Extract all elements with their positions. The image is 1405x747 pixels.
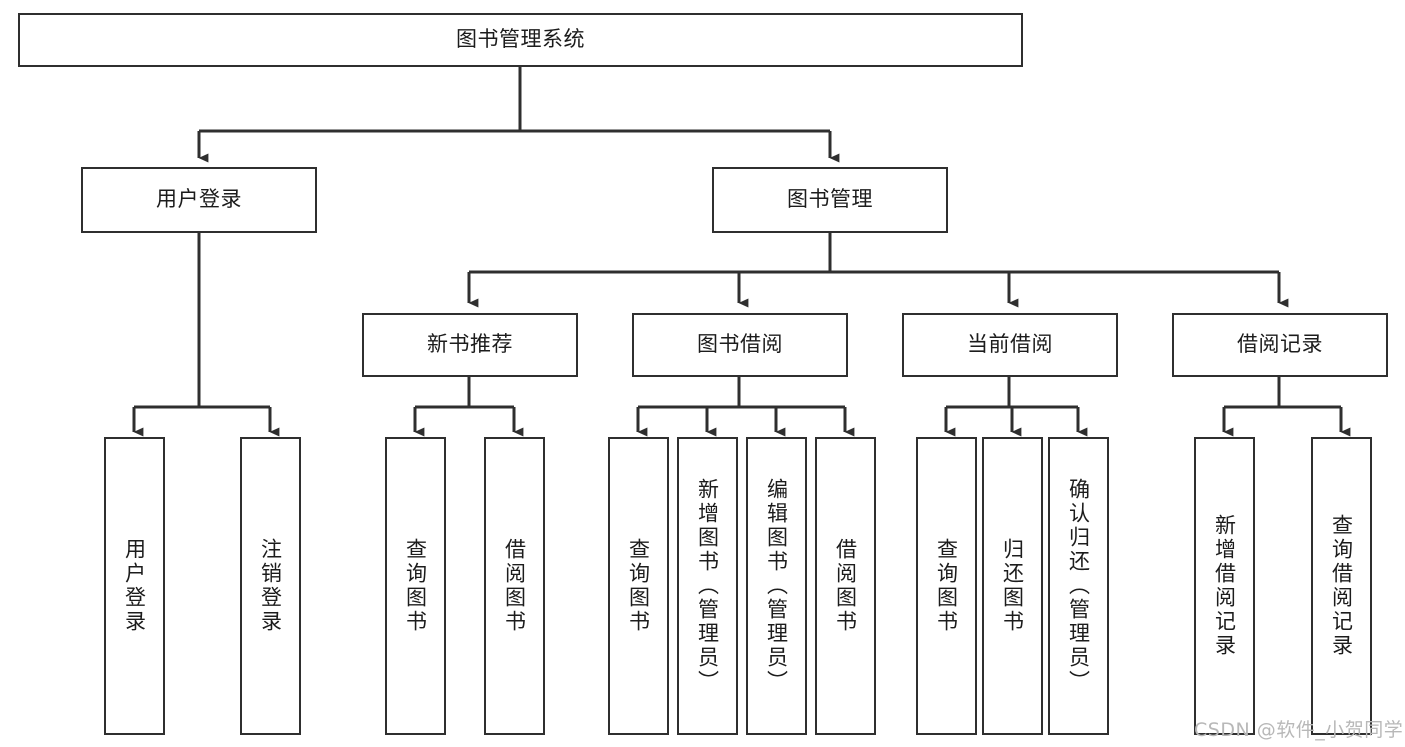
node-book-manage-label: 图书管理 bbox=[787, 187, 873, 212]
node-new-book-recommend-label: 新书推荐 bbox=[427, 332, 513, 357]
node-leaf-query-book-3[interactable]: 查询图书 bbox=[916, 437, 977, 735]
node-leaf-user-logout[interactable]: 注销登录 bbox=[240, 437, 301, 735]
node-leaf-borrow-book-2[interactable]: 借阅图书 bbox=[815, 437, 876, 735]
node-leaf-confirm-return-label: 确认归还（管理员） bbox=[1066, 478, 1091, 694]
node-leaf-edit-book-label: 编辑图书（管理员） bbox=[764, 478, 789, 694]
node-book-borrow-label: 图书借阅 bbox=[697, 332, 783, 357]
node-leaf-borrow-book-1-label: 借阅图书 bbox=[502, 538, 527, 634]
node-new-book-recommend[interactable]: 新书推荐 bbox=[362, 313, 578, 377]
node-user-login[interactable]: 用户登录 bbox=[81, 167, 317, 233]
node-leaf-borrow-book-2-label: 借阅图书 bbox=[833, 538, 858, 634]
node-borrow-record[interactable]: 借阅记录 bbox=[1172, 313, 1388, 377]
node-leaf-add-book[interactable]: 新增图书（管理员） bbox=[677, 437, 738, 735]
node-leaf-query-book-3-label: 查询图书 bbox=[934, 538, 959, 634]
node-book-manage[interactable]: 图书管理 bbox=[712, 167, 948, 233]
node-leaf-query-book-2-label: 查询图书 bbox=[626, 538, 651, 634]
node-book-borrow[interactable]: 图书借阅 bbox=[632, 313, 848, 377]
node-leaf-edit-book[interactable]: 编辑图书（管理员） bbox=[746, 437, 807, 735]
node-leaf-return-book-label: 归还图书 bbox=[1000, 538, 1025, 634]
node-leaf-query-book-1[interactable]: 查询图书 bbox=[385, 437, 446, 735]
node-leaf-add-record[interactable]: 新增借阅记录 bbox=[1194, 437, 1255, 735]
node-leaf-user-login-label: 用户登录 bbox=[122, 538, 147, 634]
node-leaf-query-book-1-label: 查询图书 bbox=[403, 538, 428, 634]
node-leaf-query-record[interactable]: 查询借阅记录 bbox=[1311, 437, 1372, 735]
node-leaf-return-book[interactable]: 归还图书 bbox=[982, 437, 1043, 735]
node-root[interactable]: 图书管理系统 bbox=[18, 13, 1023, 67]
node-leaf-query-book-2[interactable]: 查询图书 bbox=[608, 437, 669, 735]
node-leaf-add-book-label: 新增图书（管理员） bbox=[695, 478, 720, 694]
node-current-borrow[interactable]: 当前借阅 bbox=[902, 313, 1118, 377]
node-borrow-record-label: 借阅记录 bbox=[1237, 332, 1323, 357]
node-current-borrow-label: 当前借阅 bbox=[967, 332, 1053, 357]
node-user-login-label: 用户登录 bbox=[156, 187, 242, 212]
node-root-label: 图书管理系统 bbox=[456, 27, 585, 52]
node-leaf-query-record-label: 查询借阅记录 bbox=[1329, 514, 1354, 658]
node-leaf-add-record-label: 新增借阅记录 bbox=[1212, 514, 1237, 658]
node-leaf-user-login[interactable]: 用户登录 bbox=[104, 437, 165, 735]
node-leaf-confirm-return[interactable]: 确认归还（管理员） bbox=[1048, 437, 1109, 735]
node-leaf-user-logout-label: 注销登录 bbox=[258, 538, 283, 634]
node-leaf-borrow-book-1[interactable]: 借阅图书 bbox=[484, 437, 545, 735]
